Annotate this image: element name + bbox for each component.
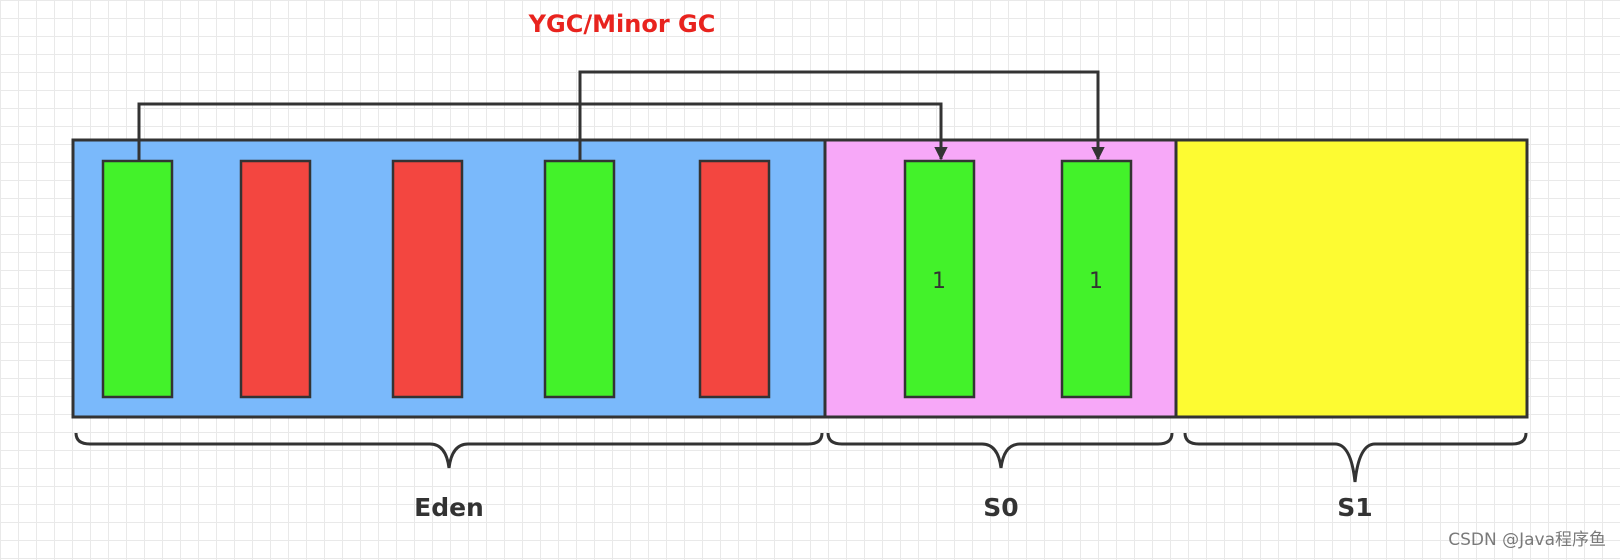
eden-object-5 xyxy=(698,159,771,399)
copy-arrow-object-1 xyxy=(137,102,948,161)
eden-object-2 xyxy=(239,159,312,399)
s0-label: S0 xyxy=(983,493,1018,522)
s0-object-1 xyxy=(903,159,976,399)
eden-object-4 xyxy=(543,159,616,399)
s1-region xyxy=(1174,138,1529,419)
s0-brace xyxy=(826,432,1174,469)
eden-object-1 xyxy=(101,159,174,399)
diagram-title: YGC/Minor GC xyxy=(528,10,716,38)
s0-object-1-age: 1 xyxy=(932,269,946,294)
eden-object-3 xyxy=(391,159,464,399)
eden-brace xyxy=(74,432,824,469)
watermark-text: CSDN @Java程序鱼 xyxy=(1448,530,1606,550)
s1-label: S1 xyxy=(1337,493,1372,522)
copy-arrow-object-4 xyxy=(578,70,1105,161)
s0-object-2-age: 1 xyxy=(1089,269,1103,294)
s0-object-2 xyxy=(1060,159,1133,399)
s1-brace xyxy=(1183,432,1528,483)
eden-label: Eden xyxy=(414,493,484,522)
